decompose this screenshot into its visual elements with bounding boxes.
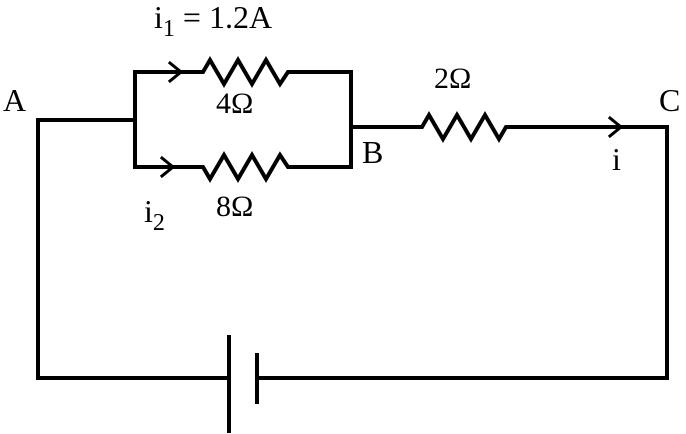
arrow-i2-icon [159, 155, 176, 179]
current-label-i: i [612, 141, 621, 177]
battery-icon [227, 335, 259, 433]
resistor-label-4-ohm: 4Ω [216, 87, 253, 120]
resistor-label-2-ohm: 2Ω [434, 62, 471, 95]
node-label-c: C [659, 82, 680, 118]
wire-b-to-c [349, 111, 622, 143]
arrow-i1-icon [167, 60, 184, 84]
wire-upper-branch [133, 56, 353, 183]
arrow-i-icon [607, 115, 624, 139]
current-label-i2: i2 [144, 193, 165, 236]
current-label-i1: i1 = 1.2A [154, 0, 272, 42]
node-label-a: A [3, 82, 26, 118]
node-label-b: B [362, 134, 383, 170]
resistor-label-8-ohm: 8Ω [216, 190, 253, 223]
wire-left [36, 118, 231, 380]
wire-bottom-right [256, 125, 669, 380]
